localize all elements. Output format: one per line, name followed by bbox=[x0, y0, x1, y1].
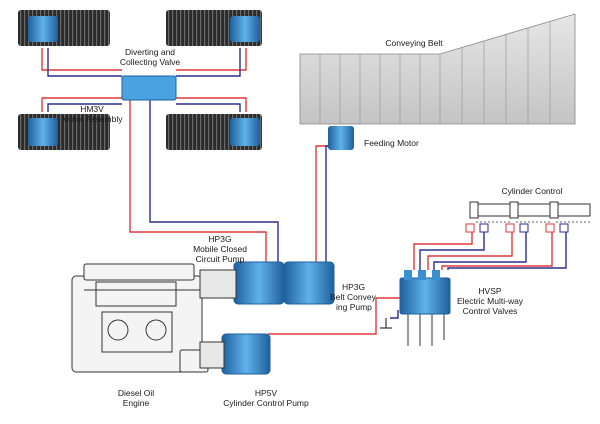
motor-assembly-label: HM3V Motor Assembly bbox=[62, 104, 123, 124]
line-feed-red bbox=[315, 145, 330, 262]
line-cv-red-3 bbox=[441, 232, 553, 270]
line-cv-blue-2 bbox=[433, 232, 527, 270]
control-valves-icon bbox=[380, 270, 451, 346]
control-valves-label: HVSP Electric Multi-way Control Valves bbox=[456, 286, 524, 316]
motor-icon bbox=[230, 118, 260, 146]
line-bottom-right-blue bbox=[176, 103, 241, 112]
track-bottom-left bbox=[18, 114, 110, 150]
line-cv-blue-1 bbox=[419, 232, 485, 270]
feeding-motor-label: Feeding Motor bbox=[364, 138, 419, 148]
closed-circuit-pump-label: HP3G Mobile Closed Circuit Pump bbox=[193, 234, 247, 264]
cylinder-control-label: Cylinder Control bbox=[501, 186, 563, 196]
line-cvpump-red bbox=[268, 297, 400, 335]
line-cv-red-1 bbox=[413, 232, 473, 270]
track-top-left bbox=[18, 10, 110, 46]
motor-icon bbox=[28, 16, 58, 42]
track-bottom-right bbox=[166, 114, 262, 150]
belt-pump-icon bbox=[283, 261, 335, 305]
cylinder-pump-label: HP5V Cylinder Control Pump bbox=[223, 388, 309, 408]
line-top-right-blue bbox=[176, 48, 241, 77]
diverting-valve-icon bbox=[121, 75, 177, 101]
track-top-right bbox=[166, 10, 262, 46]
feeding-motor-icon bbox=[328, 126, 354, 150]
belt-pump-label: HP3G Belt Convey ing Pump bbox=[330, 282, 376, 312]
line-top-left-red bbox=[41, 48, 122, 71]
motor-icon bbox=[28, 118, 58, 146]
conveying-belt bbox=[299, 13, 576, 125]
line-cv-red-2 bbox=[427, 232, 513, 270]
conveying-belt-label: Conveying Belt bbox=[385, 38, 443, 48]
cylinder-control-pump-icon bbox=[199, 333, 271, 375]
line-cvpump-blue bbox=[390, 310, 399, 319]
motor-icon bbox=[230, 16, 260, 42]
line-bottom-left-red bbox=[41, 97, 122, 112]
engine-label: Diesel Oil Engine bbox=[117, 388, 155, 408]
line-feed-blue bbox=[325, 145, 352, 262]
diverting-valve-label: Diverting and Collecting Valve bbox=[119, 47, 181, 67]
line-top-right-red bbox=[176, 48, 247, 71]
line-cv-blue-3 bbox=[447, 232, 567, 270]
diesel-engine-icon bbox=[71, 263, 209, 373]
line-top-left-blue bbox=[47, 48, 122, 77]
line-valve-pump-blue bbox=[149, 100, 279, 262]
line-bottom-left-blue bbox=[47, 103, 122, 112]
cylinder-1-icon bbox=[465, 201, 511, 233]
cylinder-2-icon bbox=[505, 201, 551, 233]
cylinder-3-icon bbox=[545, 201, 591, 233]
closed-circuit-pump-icon bbox=[199, 261, 285, 305]
line-valve-pump-red bbox=[129, 100, 267, 262]
line-bottom-right-red bbox=[176, 97, 247, 112]
